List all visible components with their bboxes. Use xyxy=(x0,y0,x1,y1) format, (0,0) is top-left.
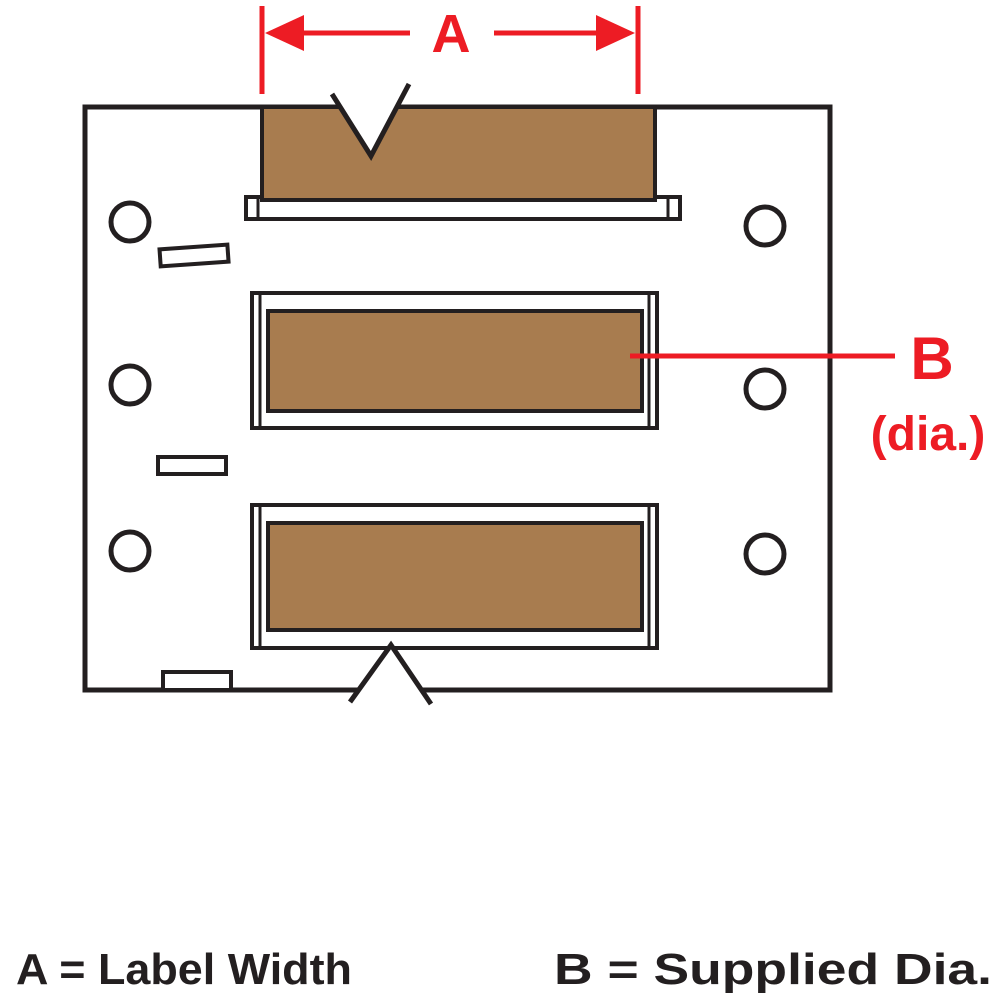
top-break-line xyxy=(329,82,412,161)
feed-hole xyxy=(108,363,152,407)
index-slot xyxy=(156,455,228,476)
index-slot xyxy=(161,670,233,692)
index-slot xyxy=(157,242,231,269)
legend-b-text: B = Supplied Dia. xyxy=(554,945,992,994)
bottom-sleeve-label-area xyxy=(266,521,644,632)
bottom-break-line xyxy=(347,640,434,706)
top-sleeve-label-area xyxy=(260,105,657,202)
bottom-break-gap xyxy=(350,645,431,704)
top-break-gap xyxy=(332,84,409,156)
feed-hole xyxy=(108,200,152,244)
dim-b-label: B xyxy=(910,325,953,392)
dim-a-label: A xyxy=(432,4,471,64)
feed-hole xyxy=(743,367,787,411)
middle-sleeve-label-area xyxy=(266,309,644,413)
feed-hole xyxy=(743,204,787,248)
legend-a-text: A = Label Width xyxy=(16,945,352,994)
feed-hole xyxy=(108,529,152,573)
feed-hole xyxy=(743,532,787,576)
dim-a-arrowhead-left-icon xyxy=(265,15,304,51)
dim-a-arrowhead-right-icon xyxy=(596,15,635,51)
dim-b-sublabel: (dia.) xyxy=(871,408,986,461)
